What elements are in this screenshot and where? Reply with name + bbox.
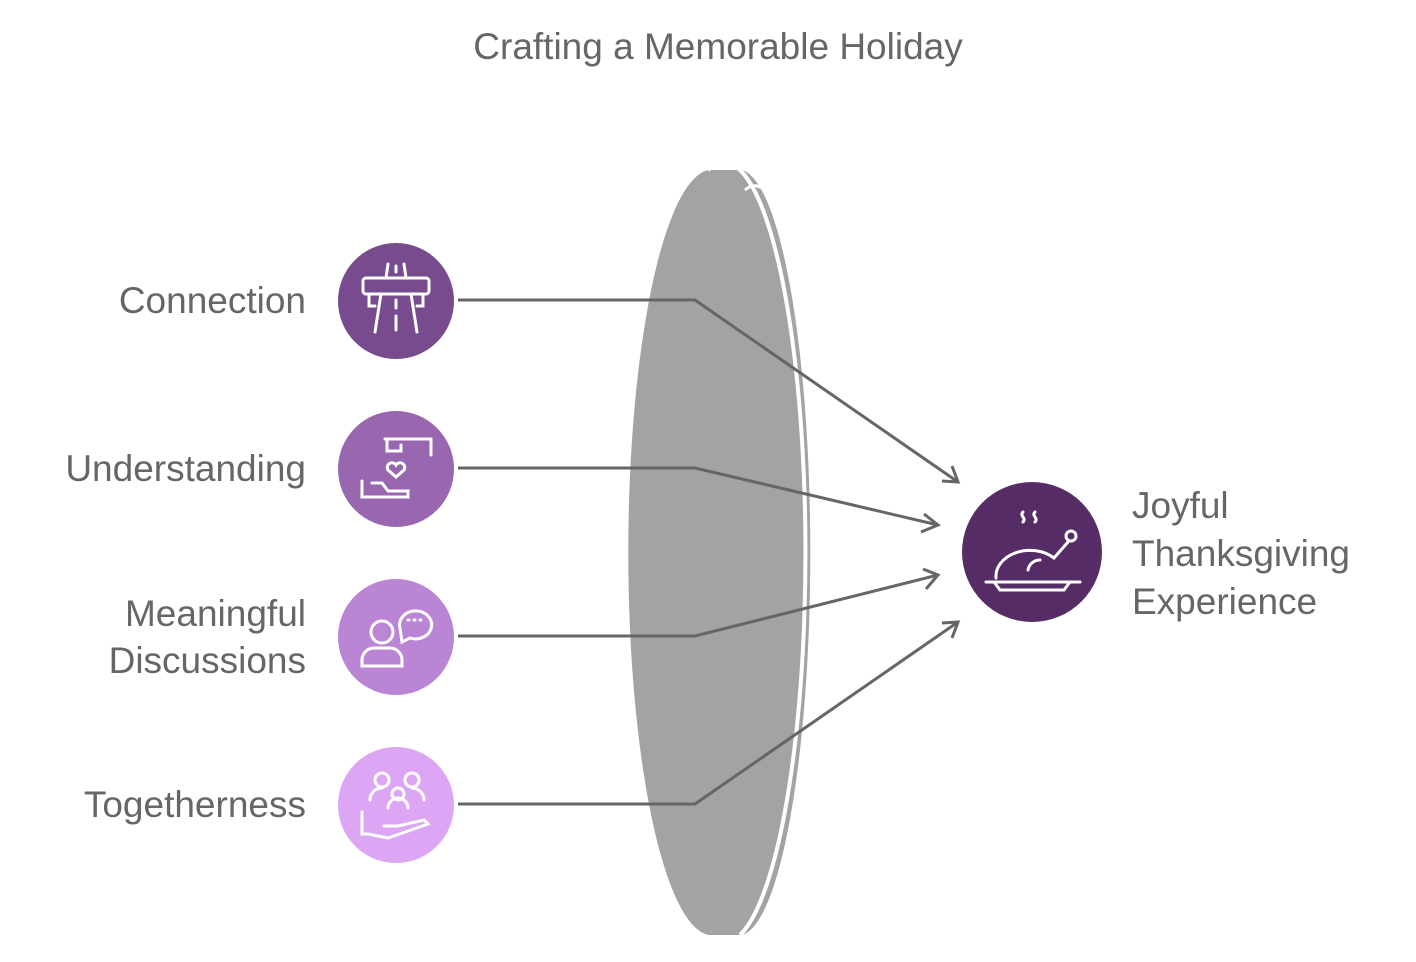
input-circle-togetherness bbox=[338, 747, 454, 863]
output-circle bbox=[962, 482, 1102, 622]
connector-togetherness bbox=[458, 620, 959, 806]
input-label-understanding: Understanding bbox=[65, 448, 306, 489]
input-label-connection: Connection bbox=[118, 280, 306, 321]
input-circle-connection bbox=[338, 243, 454, 359]
family-hand-icon bbox=[360, 771, 431, 840]
connectors bbox=[458, 298, 961, 806]
connector-meaningful-discussions bbox=[458, 573, 939, 638]
hands-heart-icon bbox=[360, 437, 433, 499]
connector-connection bbox=[458, 298, 959, 484]
input-label-meaningful-discussions: Meaningful Discussions bbox=[108, 593, 306, 681]
input-circle-understanding bbox=[338, 411, 454, 527]
roast-turkey-icon bbox=[984, 510, 1082, 592]
input-label-togetherness: Togetherness bbox=[83, 784, 306, 825]
bridge-road-icon bbox=[361, 262, 431, 334]
input-circle-meaningful-discussions bbox=[338, 579, 454, 695]
diagram-title: Crafting a Memorable Holiday bbox=[473, 26, 963, 67]
output-label: Joyful Thanksgiving Experience bbox=[1132, 485, 1351, 622]
lens bbox=[628, 160, 821, 937]
connector-understanding bbox=[458, 466, 939, 527]
person-speech-icon bbox=[360, 609, 434, 668]
